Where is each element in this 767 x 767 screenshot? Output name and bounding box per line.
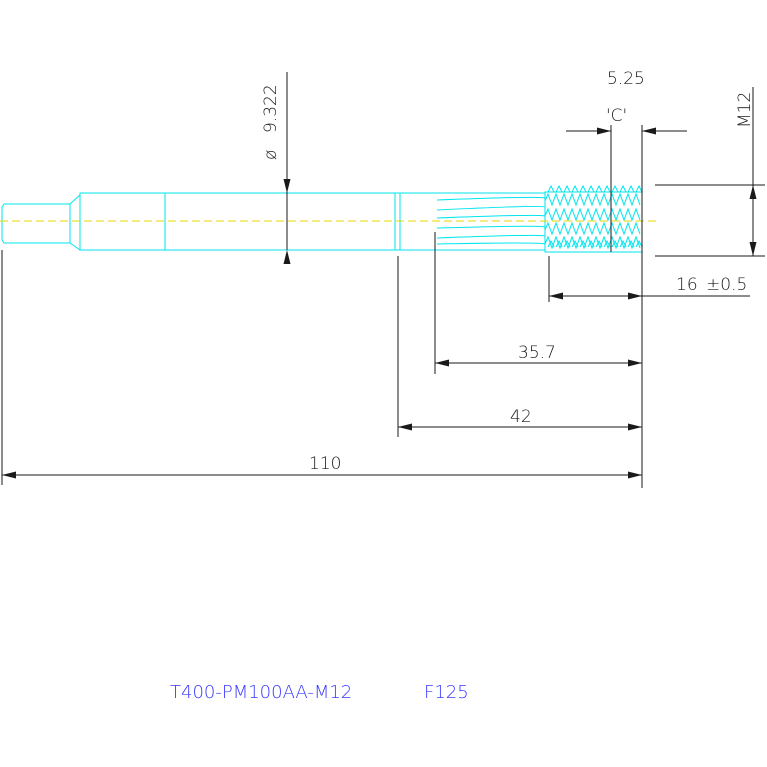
tool-outline [1, 184, 643, 253]
thread-tolerance: ±0.5 [706, 275, 747, 295]
thread-crest [547, 184, 643, 193]
arrowhead [549, 292, 563, 300]
part-number: T400-PM100AA-M12 [170, 682, 352, 703]
thread-teeth [544, 184, 643, 250]
dimension-lines [1, 72, 765, 488]
arrowhead [283, 179, 291, 193]
flute-4 [435, 242, 546, 251]
chamfer-label: 'C' [606, 106, 627, 126]
thread-row [544, 221, 641, 236]
thread-length: 16 [676, 275, 698, 295]
thread-row [544, 207, 641, 222]
drive-neck [69, 194, 81, 251]
part-code: F125 [424, 682, 469, 703]
square-drive [1, 203, 71, 244]
diameter-symbol: ø [261, 150, 281, 160]
dimension-arrows [2, 127, 757, 479]
arrowhead [628, 292, 642, 300]
arrowhead [283, 250, 291, 264]
arrowhead [749, 185, 757, 199]
thread-row [544, 192, 641, 207]
thread-size: M12 [735, 92, 755, 128]
arrowhead [749, 242, 757, 256]
chamfer-length: 5.25 [607, 69, 645, 89]
arrowhead [398, 423, 412, 431]
diameter-value: 9.322 [261, 84, 281, 133]
flute-2 [436, 205, 546, 219]
flute-length: 35.7 [518, 343, 556, 363]
arrowhead [2, 471, 16, 479]
arrowhead [435, 359, 449, 367]
arrowhead [597, 127, 611, 135]
arrowhead [628, 359, 642, 367]
flute-1 [435, 192, 546, 201]
arrowhead [642, 127, 656, 135]
neck [399, 192, 435, 251]
arrowhead [628, 423, 642, 431]
flute-3 [436, 225, 546, 239]
neck-length: 42 [510, 407, 532, 427]
thread-crest [547, 239, 643, 248]
arrowhead [628, 471, 642, 479]
overall-length: 110 [309, 454, 341, 474]
thread-row [544, 235, 641, 250]
